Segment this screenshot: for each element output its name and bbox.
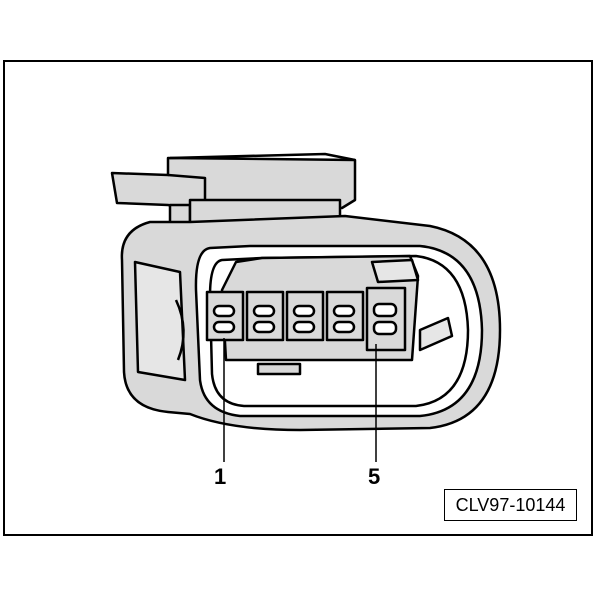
reference-code: CLV97-10144: [444, 489, 577, 521]
terminal-5: [365, 286, 407, 352]
latch-ridge: [169, 152, 356, 162]
secondary-lock: [370, 258, 420, 284]
side-boss: [133, 260, 187, 382]
side-boss-curve: [174, 299, 185, 361]
callout-pin-1: 1: [214, 464, 227, 489]
terminal-3: [285, 290, 325, 342]
terminal-1: [205, 290, 245, 342]
latch-step: [167, 173, 207, 203]
callout-pin-5: 5: [368, 464, 381, 489]
right-rib: [418, 316, 454, 352]
terminal-2: [245, 290, 285, 342]
figure-frame: [3, 60, 593, 536]
coding-key: [256, 362, 302, 376]
terminal-4: [325, 290, 365, 342]
